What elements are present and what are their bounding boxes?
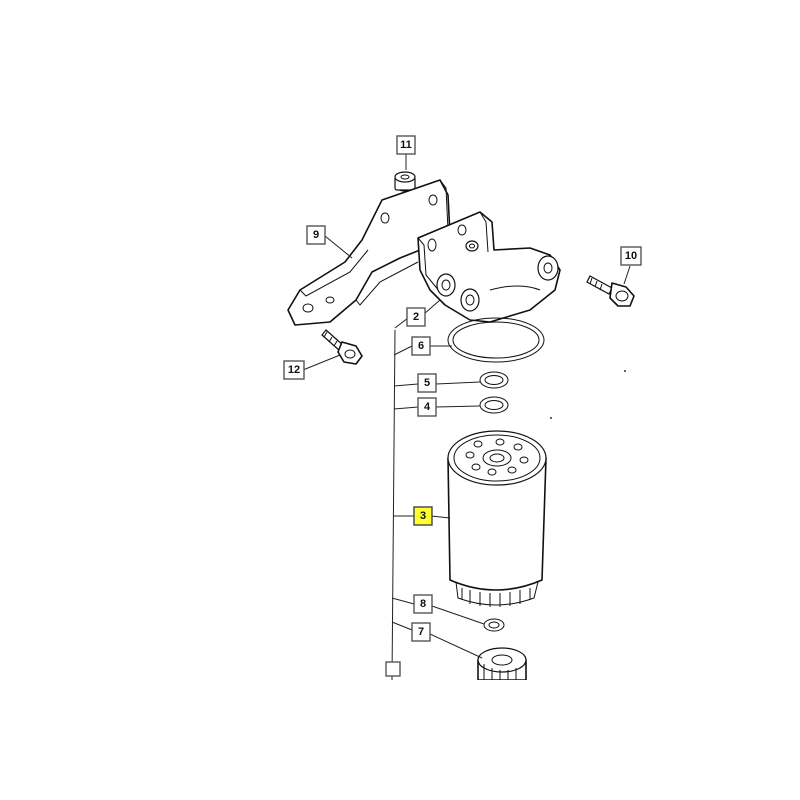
callout-9[interactable]: 9 (306, 225, 326, 245)
callout-12-label: 12 (288, 364, 300, 376)
bottom-crop-mask (0, 680, 800, 800)
callout-11[interactable]: 11 (396, 135, 416, 155)
callout-9-label: 9 (313, 229, 319, 241)
callout-3[interactable]: 3 (413, 506, 433, 526)
nut-part (394, 171, 416, 192)
callout-11-label: 11 (400, 139, 412, 151)
bolt-12-part (321, 329, 363, 365)
callout-4-label: 4 (424, 401, 431, 413)
callout-12[interactable]: 12 (283, 360, 305, 380)
callout-partial-bottom (385, 661, 401, 677)
callout-7[interactable]: 7 (411, 622, 431, 642)
large-o-ring-part (447, 317, 545, 363)
callout-5-label: 5 (424, 377, 430, 389)
callout-10-label: 10 (625, 250, 637, 262)
drain-plug-part (477, 647, 527, 681)
filter-head-part (417, 211, 561, 323)
callout-2[interactable]: 2 (406, 307, 426, 327)
mounting-bracket-part (287, 179, 451, 326)
callout-6[interactable]: 6 (411, 336, 431, 356)
bolt-10-part (586, 275, 635, 307)
callout-8[interactable]: 8 (413, 594, 433, 614)
callout-4[interactable]: 4 (417, 397, 437, 417)
seal-8-part (483, 618, 505, 632)
callout-7-label: 7 (418, 626, 424, 638)
callout-6-label: 6 (418, 340, 424, 352)
callout-10[interactable]: 10 (620, 246, 642, 266)
filter-element-part (447, 430, 547, 607)
seal-4-part (479, 396, 509, 414)
callout-3-label: 3 (420, 510, 426, 522)
callout-2-label: 2 (413, 311, 419, 323)
callout-8-label: 8 (420, 598, 426, 610)
callout-5[interactable]: 5 (417, 373, 437, 393)
seal-5-part (479, 371, 509, 389)
leader-lines (302, 154, 631, 681)
